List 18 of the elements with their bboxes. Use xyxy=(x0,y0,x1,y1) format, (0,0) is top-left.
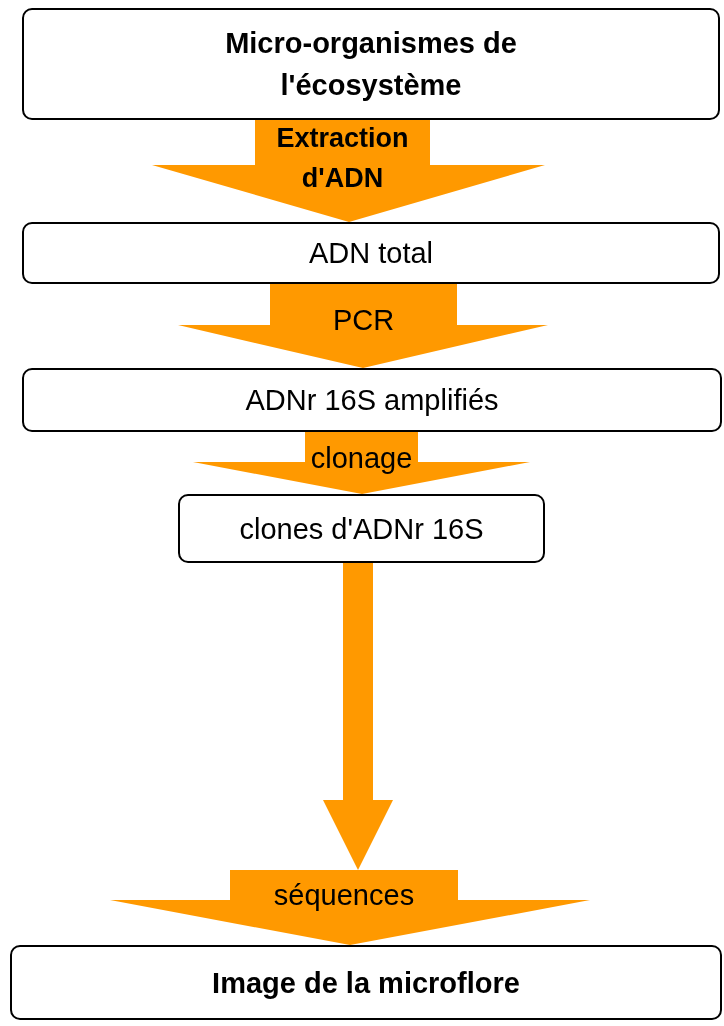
process-box xyxy=(22,222,720,284)
process-box xyxy=(22,368,722,432)
process-box xyxy=(10,945,722,1020)
node-text: Image de la microflore xyxy=(212,965,520,1001)
edge-label: PCR xyxy=(331,303,396,338)
node-text: clones d'ADNr 16S xyxy=(239,511,484,547)
process-box xyxy=(22,8,720,120)
block-arrow xyxy=(152,120,545,222)
block-arrow xyxy=(193,432,530,494)
edge-label: Extraction d'ADN xyxy=(275,122,410,195)
node-text: ADN total xyxy=(308,236,434,271)
process-box xyxy=(178,494,545,563)
node-text: Micro-organismes de l'écosystème xyxy=(224,26,518,103)
block-arrow xyxy=(110,563,590,945)
edge-label: séquences xyxy=(272,878,416,913)
block-arrow xyxy=(178,284,548,368)
node-text: ADNr 16S amplifiés xyxy=(245,383,499,418)
edge-label: clonage xyxy=(309,441,414,476)
